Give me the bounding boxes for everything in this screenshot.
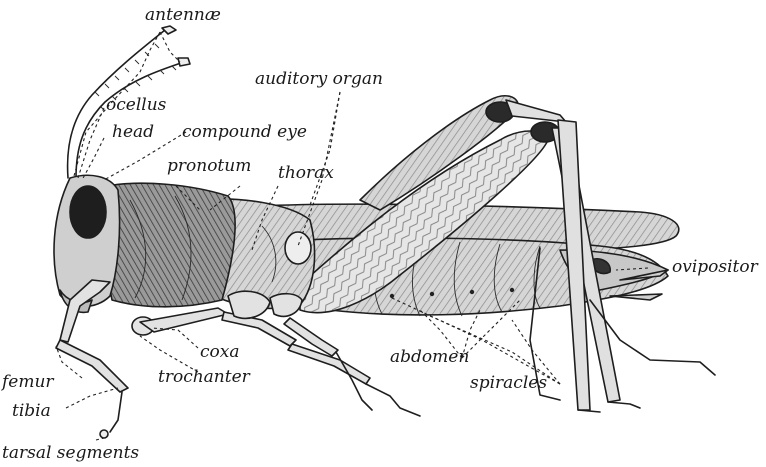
label-tarsal-segments: tarsal segments xyxy=(2,443,139,463)
label-pronotum: pronotum xyxy=(167,156,251,176)
label-antennae: antennæ xyxy=(145,5,221,25)
middle-leg-drawing xyxy=(132,308,420,416)
grasshopper-illustration xyxy=(54,26,715,438)
label-abdomen: abdomen xyxy=(390,347,469,367)
label-auditory-organ: auditory organ xyxy=(255,69,383,89)
label-head: head xyxy=(112,122,154,142)
label-trochanter: trochanter xyxy=(158,367,251,387)
label-spiracles: spiracles xyxy=(470,373,547,393)
auditory-organ-drawing xyxy=(285,232,311,264)
label-ovipositor: ovipositor xyxy=(672,257,759,277)
label-tibia: tibia xyxy=(12,401,51,421)
label-femur: femur xyxy=(0,372,54,392)
label-coxa: coxa xyxy=(200,342,239,362)
label-compound-eye: compound eye xyxy=(182,122,307,142)
hind-tibia-1 xyxy=(506,100,566,122)
compound-eye-drawing xyxy=(70,186,106,238)
label-ocellus: ocellus xyxy=(106,95,167,115)
label-thorax: thorax xyxy=(278,163,334,183)
pronotum-drawing xyxy=(105,183,236,307)
